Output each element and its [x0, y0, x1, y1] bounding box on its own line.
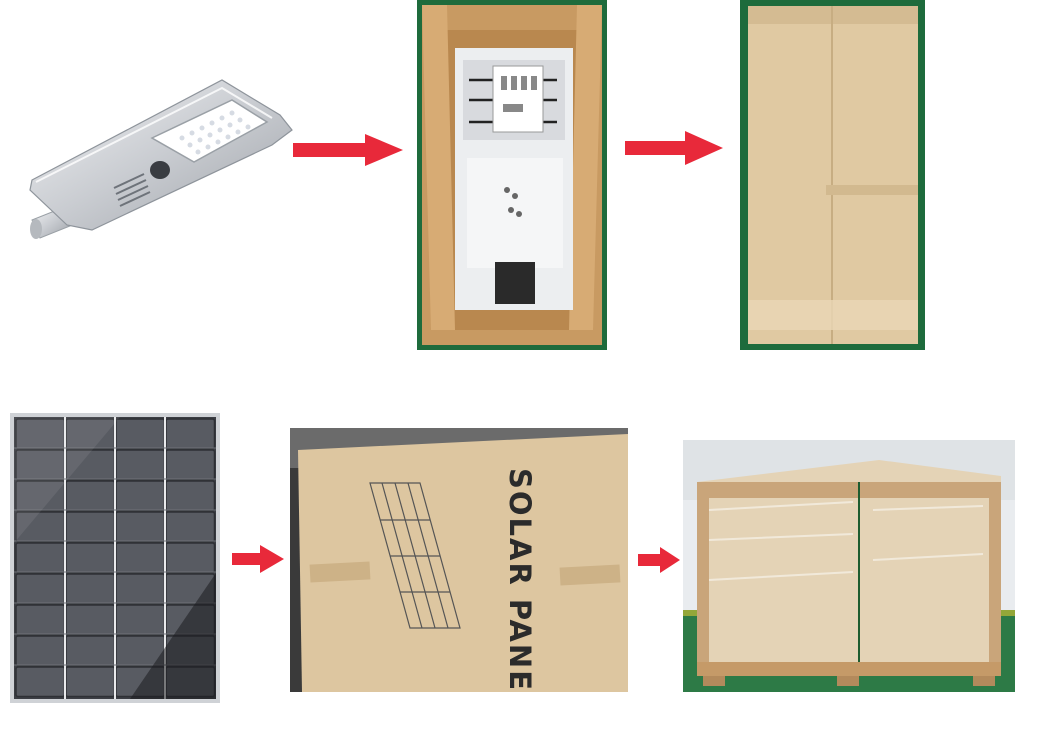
solar-cell — [15, 666, 66, 698]
solar-cell — [65, 604, 116, 636]
solar-cell — [115, 511, 166, 543]
solar-cell — [15, 604, 66, 636]
solar-cell — [65, 511, 116, 543]
led-street-light-photo — [22, 60, 302, 260]
solar-panel-illustration — [10, 413, 220, 703]
solar-cell — [15, 573, 66, 605]
solar-cell — [165, 511, 216, 543]
open-carton-illustration — [417, 0, 607, 350]
street-light-illustration — [29, 79, 293, 239]
right-arrow-icon — [625, 131, 723, 165]
solar-cell — [15, 635, 66, 667]
solar-cell — [165, 542, 216, 574]
solar-cell — [115, 604, 166, 636]
solar-cell — [165, 418, 216, 450]
solar-cell — [65, 635, 116, 667]
solar-cell — [65, 666, 116, 698]
solar-cell — [115, 542, 166, 574]
solar-cell — [115, 449, 166, 481]
solar-cell — [115, 480, 166, 512]
solar-panel-carton-photo: SOLAR PANEL — [290, 428, 628, 692]
solar-cell — [65, 480, 116, 512]
wrapped-crate-photo — [683, 440, 1015, 692]
solar-cell — [65, 573, 116, 605]
solar-cell — [115, 418, 166, 450]
open-carton-photo — [417, 0, 607, 350]
solar-cell — [15, 542, 66, 574]
right-arrow-icon — [638, 547, 680, 573]
solar-cell — [165, 449, 216, 481]
solar-panel-carton-illustration: SOLAR PANEL — [290, 428, 628, 692]
solar-cell — [165, 480, 216, 512]
right-arrow-icon — [232, 545, 284, 573]
sealed-carton-photo — [740, 0, 925, 350]
wrapped-crate-illustration — [683, 440, 1015, 692]
right-arrow-icon — [293, 134, 403, 166]
solar-panel-carton-label: SOLAR PANEL — [503, 468, 537, 692]
solar-cell — [115, 573, 166, 605]
solar-cell — [65, 542, 116, 574]
solar-panel-photo — [10, 413, 220, 703]
sealed-carton-illustration — [740, 0, 925, 350]
